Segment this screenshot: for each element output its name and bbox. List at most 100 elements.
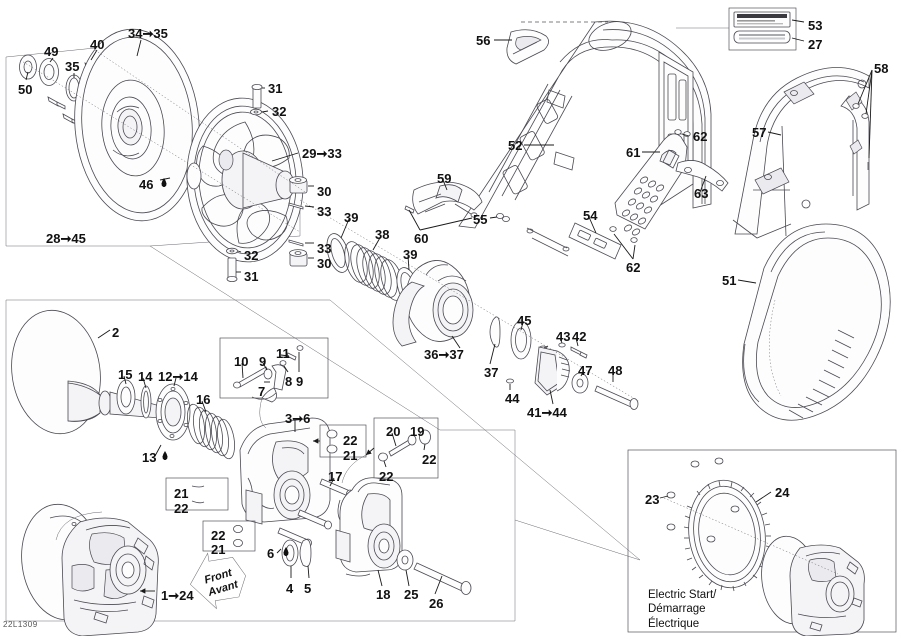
callout-63: 63: [694, 186, 709, 201]
part-54-plate: [568, 222, 622, 260]
callout-9: 9: [259, 354, 267, 369]
part-37-circlip: [489, 316, 501, 348]
part-62-fasteners: [609, 129, 691, 243]
part-14-circlip: [140, 385, 152, 419]
callout-26: 26: [429, 596, 444, 611]
callout-44: 44: [505, 391, 520, 406]
lubricant-drop-icon: [161, 178, 167, 187]
part-30-roller-top: [289, 176, 308, 194]
callout-8: 8: [285, 374, 293, 389]
callout-25: 25: [404, 587, 419, 602]
electric-start-axis: [663, 497, 839, 575]
electric-start-assembly-body: [761, 535, 865, 636]
part-48-bolt: [594, 385, 639, 410]
lubricant-drop-icon: [162, 451, 168, 460]
callout-31: 31: [244, 269, 259, 284]
part-59-bracket: [412, 181, 483, 215]
callout-57: 57: [752, 125, 767, 140]
callout-45: 45: [517, 313, 532, 328]
callout-18: 18: [376, 587, 391, 602]
callout-34-to-35: 34➞35: [128, 26, 168, 41]
part-40-bolt-2: [47, 96, 66, 110]
callout-22: 22: [422, 452, 437, 467]
part-56-grip: [506, 29, 549, 65]
leader-lines: [25, 19, 873, 595]
callout-60: 60: [414, 231, 429, 246]
group-boundary-join: [514, 519, 641, 561]
callout-2: 2: [112, 325, 120, 340]
callout-14: 14: [138, 369, 153, 384]
callout-41-to-44: 41➞44: [527, 405, 567, 420]
part-11-pin: [286, 352, 297, 361]
callout-30: 30: [317, 184, 332, 199]
callout-21: 21: [211, 542, 226, 557]
part-33-pin-top: [288, 202, 304, 210]
part-58-fastener: [852, 103, 869, 170]
callout-38: 38: [375, 227, 390, 242]
part-5-circlip: [299, 539, 312, 567]
callout-4: 4: [286, 581, 294, 596]
callout-15: 15: [118, 367, 133, 382]
box-leader-19: [341, 454, 367, 484]
callout-27: 27: [808, 37, 823, 52]
callout-43: 43: [556, 329, 571, 344]
callout-62: 62: [693, 129, 708, 144]
part-44-nut: [506, 378, 514, 384]
detail-box-leader: [259, 397, 267, 429]
group-boundary-mid: [440, 429, 516, 520]
part-18-chaincase-cover: [335, 477, 403, 577]
part-61-footrest: [614, 133, 688, 236]
part-24-ring-gear: [683, 479, 772, 592]
part-2-driven-sheave: [11, 309, 112, 435]
part-53-decal: [733, 11, 791, 28]
callout-62: 62: [626, 260, 641, 275]
callout-19: 19: [410, 424, 425, 439]
electric-start-note: Electric Start/ Démarrage Électrique: [648, 589, 717, 630]
callout-32: 32: [244, 248, 259, 263]
detail-box-21-22-right: [313, 424, 367, 458]
callout-12-to-14: 12➞14: [158, 369, 198, 384]
callout-22: 22: [174, 501, 189, 516]
detail-box-22-21-lower: [202, 520, 256, 552]
callout-50: 50: [18, 82, 33, 97]
callout-21: 21: [174, 486, 189, 501]
part-39-ring-left: [326, 233, 350, 273]
part-49-washer: [39, 58, 59, 86]
callout-61: 61: [626, 145, 641, 160]
callout-42: 42: [572, 329, 587, 344]
callout-36-to-37: 36➞37: [424, 347, 464, 362]
part-15-bearing: [116, 379, 136, 415]
part-7-lever: [271, 364, 287, 391]
tunnel-assembly: [404, 20, 729, 260]
callout-51: 51: [722, 273, 737, 288]
part-47-washer: [571, 372, 589, 394]
part-3-6-chaincase: [239, 417, 331, 525]
lubricant-drop-icon: [283, 547, 289, 556]
detail-box-7-11: [219, 337, 329, 403]
part-45-washer: [510, 320, 532, 360]
assembly-leader-arc: [55, 511, 103, 541]
part-33-pin-bottom: [288, 239, 304, 247]
callout-24: 24: [775, 485, 790, 500]
assembly-body: [61, 517, 159, 636]
part-50-washer: [19, 54, 37, 80]
front-avant-arrow: [190, 552, 246, 610]
callout-16: 16: [196, 392, 211, 407]
part-9-washer: [263, 368, 273, 380]
callout-22: 22: [343, 433, 358, 448]
part-31-bolt-top: [251, 84, 263, 109]
part-1-24-complete-assembly: [21, 503, 159, 636]
part-57-mudguard: [732, 67, 870, 239]
callout-40: 40: [90, 37, 105, 52]
callout-10: 10: [234, 354, 249, 369]
callout-22: 22: [211, 528, 226, 543]
part-36-37-driven-sheave: [392, 260, 474, 347]
callout-35: 35: [65, 59, 80, 74]
callout-1-to-24: 1➞24: [161, 588, 194, 603]
detail-box-21-22-left: [165, 477, 229, 511]
callout-56: 56: [476, 33, 491, 48]
callout-39: 39: [344, 210, 359, 225]
chaincase-assembly: [11, 309, 439, 567]
part-30-roller-bottom: [289, 249, 308, 267]
